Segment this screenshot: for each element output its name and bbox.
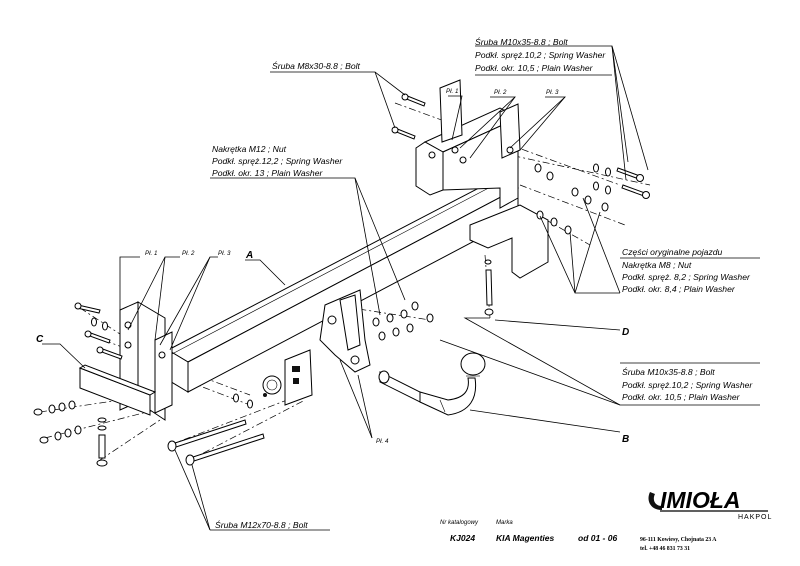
logo-text: IMIOŁA	[660, 487, 741, 513]
bottom-right-line-1: Śruba M10x35-8.8 ; Bolt	[622, 366, 715, 377]
bolt-m8-label: Śruba M8x30-8.8 ; Bolt	[272, 60, 361, 71]
socket-bracket	[262, 349, 313, 406]
bottom-right-line-2: Podkł. spręż.10,2 ; Spring Washer	[622, 380, 753, 390]
plk1-top: Pł. 1	[446, 88, 458, 95]
top-right-line-1: Śruba M10x35-8.8 ; Bolt	[475, 36, 568, 47]
plk4: Pł. 4	[376, 438, 389, 445]
callouts: Śruba M8x30-8.8 ; Bolt Śruba M10x35-8.8 …	[212, 36, 753, 530]
title-block: Nr katalogowy KJ024 Marka KIA Magenties …	[440, 520, 617, 543]
address: 96-111 Kowiesy, Chojnata 23 A	[640, 537, 717, 543]
plate-c	[78, 364, 157, 416]
original-parts-line-3: Podkł. spręż. 8,2 ; Spring Washer	[622, 272, 751, 282]
original-parts-line-1: Części oryginalne pojazdu	[622, 247, 723, 257]
right-arm	[415, 79, 549, 279]
tow-ball-b	[378, 352, 486, 416]
part-a-tag: A	[245, 250, 253, 261]
plk3-left: Pł. 3	[218, 250, 231, 257]
plk1-left: Pł. 1	[145, 250, 157, 257]
nut-m12-line-3: Podkł. okr. 13 ; Plain Washer	[212, 168, 323, 178]
original-parts-line-2: Nakrętka M8 ; Nut	[622, 260, 692, 270]
center-bracket	[319, 289, 371, 373]
bottom-right-line-3: Podkł. okr. 10,5 ; Plain Washer	[622, 392, 741, 402]
crossbar-a	[166, 177, 520, 393]
leader-lines	[42, 45, 760, 531]
imiola-logo: IMIOŁA HAKPOL 96-111 Kowiesy, Chojnata 2…	[640, 487, 772, 552]
top-right-line-2: Podkł. spręż.10,2 ; Spring Washer	[475, 50, 606, 60]
date-value: od 01 - 06	[578, 533, 617, 543]
brand-value: KIA Magenties	[496, 533, 555, 543]
part-tags: Pł. 1 Pł. 2 Pł. 3 Pł. 1 Pł. 2 Pł. 3 Pł. …	[36, 88, 629, 445]
catalog-label: Nr katalogowy	[440, 520, 479, 526]
phone: tel. +48 46 831 73 31	[640, 546, 690, 552]
catalog-value: KJ024	[450, 533, 475, 543]
part-c-tag: C	[36, 334, 44, 345]
brand-label: Marka	[496, 520, 513, 526]
original-parts-line-4: Podkł. okr. 8,4 ; Plain Washer	[622, 284, 736, 294]
nut-m12-line-2: Podkł. spręż.12,2 ; Spring Washer	[212, 156, 343, 166]
top-right-line-3: Podkł. okr. 10,5 ; Plain Washer	[475, 63, 594, 73]
part-d-tag: D	[622, 327, 629, 338]
plk2-top: Pł. 2	[494, 89, 507, 96]
plk3-top: Pł. 3	[546, 89, 559, 96]
bolt-m12-label: Śruba M12x70-8.8 ; Bolt	[215, 519, 308, 530]
plk2-left: Pł. 2	[182, 250, 195, 257]
fasteners	[33, 93, 650, 467]
part-b-tag: B	[622, 434, 629, 445]
logo-subtext: HAKPOL	[738, 514, 772, 521]
nut-m12-line-1: Nakrętka M12 ; Nut	[212, 144, 287, 154]
